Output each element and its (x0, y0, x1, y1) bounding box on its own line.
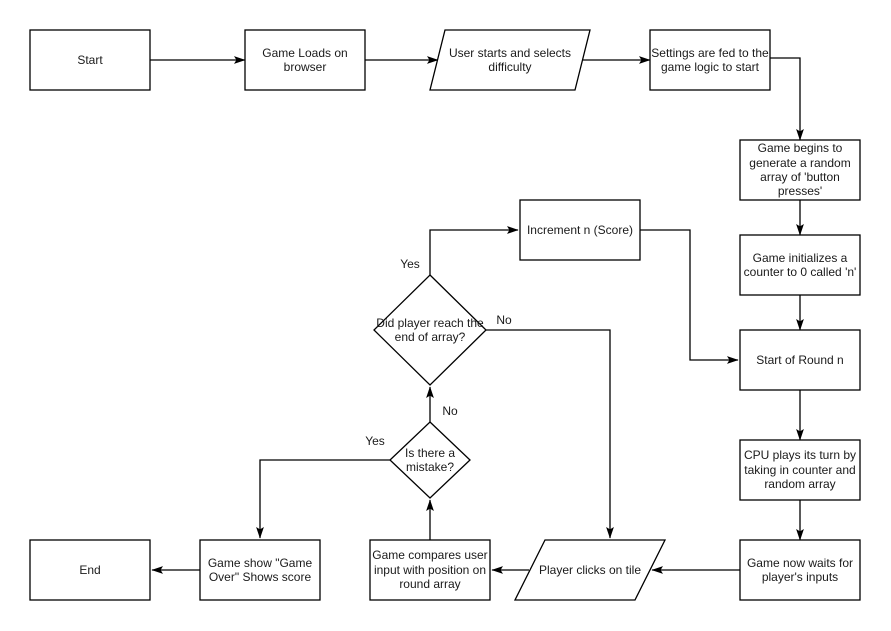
node-start-round: Start of Round n (739, 329, 861, 391)
node-label-game-over: Game show "Game Over" Shows score (207, 555, 313, 584)
node-label-start-round: Start of Round n (756, 352, 844, 367)
rect-shape (739, 329, 861, 391)
node-label-cpu-plays: CPU plays its turn by taking in counter … (743, 448, 857, 492)
diamond-shape (389, 421, 471, 499)
node-game-over: Game show "Game Over" Shows score (199, 539, 321, 601)
node-label-settings-fed: Settings are fed to the game logic to st… (651, 45, 769, 74)
node-compares-input: Game compares user input with position o… (369, 539, 491, 601)
node-reach-end: Did player reach the end of array? (373, 274, 487, 386)
parallelogram-shape (429, 29, 591, 91)
edge-reach-yes-to-increment (429, 226, 519, 275)
node-end: End (29, 539, 151, 601)
rect-shape (739, 234, 861, 296)
node-player-clicks: Player clicks on tile (513, 539, 667, 601)
node-generate-array: Game begins to generate a random array o… (739, 139, 861, 201)
node-start: Start (29, 29, 151, 91)
rect-shape (519, 199, 641, 261)
node-settings-fed: Settings are fed to the game logic to st… (649, 29, 771, 91)
rect-shape (199, 539, 321, 601)
node-label-reach-end: Did player reach the end of array? (376, 315, 484, 344)
node-label-game-loads: Game Loads on browser (262, 45, 348, 74)
rect-shape (29, 539, 151, 601)
node-label-generate-array: Game begins to generate a random array o… (749, 141, 851, 199)
edge-label-reach-end-yes: Yes (400, 257, 420, 271)
node-waits-inputs: Game now waits for player's inputs (739, 539, 861, 601)
node-increment-n: Increment n (Score) (519, 199, 641, 261)
rect-shape (739, 539, 861, 601)
node-label-init-counter: Game initializes a counter to 0 called '… (743, 250, 857, 279)
node-label-start: Start (77, 52, 103, 67)
rect-shape (244, 29, 366, 91)
rect-shape (29, 29, 151, 91)
edge-label-mistake-yes: Yes (365, 434, 385, 448)
node-user-starts: User starts and selects difficulty (429, 29, 591, 91)
rect-shape (739, 439, 861, 501)
rect-shape (739, 139, 861, 201)
diamond-shape (373, 274, 487, 386)
edge-label-mistake-no: No (442, 404, 458, 418)
node-cpu-plays: CPU plays its turn by taking in counter … (739, 439, 861, 501)
node-game-loads: Game Loads on browser (244, 29, 366, 91)
node-mistake: Is there a mistake? (389, 421, 471, 499)
node-label-compares-input: Game compares user input with position o… (372, 548, 488, 592)
node-label-user-starts: User starts and selects difficulty (448, 45, 572, 74)
node-label-end: End (79, 562, 101, 577)
node-init-counter: Game initializes a counter to 0 called '… (739, 234, 861, 296)
edge-reach-no-to-clicks (486, 329, 614, 539)
node-label-waits-inputs: Game now waits for player's inputs (746, 555, 854, 584)
parallelogram-shape (513, 539, 667, 601)
node-label-mistake: Is there a mistake? (404, 445, 456, 474)
edge-settings-to-generate (770, 57, 804, 141)
rect-shape (369, 539, 491, 601)
rect-shape (649, 29, 771, 91)
edge-label-reach-end-no: No (496, 313, 512, 327)
node-label-increment-n: Increment n (Score) (526, 222, 634, 237)
edge-mistake-yes-to-gameover (256, 459, 390, 539)
edge-increment-to-round (640, 229, 739, 364)
node-label-player-clicks: Player clicks on tile (538, 562, 642, 577)
